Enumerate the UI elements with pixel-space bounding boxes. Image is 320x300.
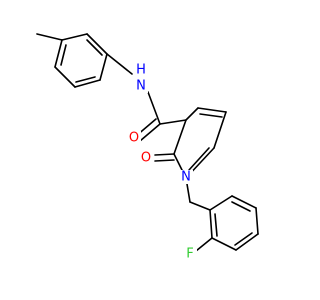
atom-fluorine: F [186, 247, 193, 262]
bond-c-f [195, 237, 213, 252]
atom-amide-o: O [129, 131, 139, 146]
pyridinone-ring [173, 107, 227, 179]
atom-amide-h: H [136, 63, 146, 78]
molecule-drawing: N H O O N F [36, 33, 259, 262]
tolyl-ring [54, 33, 108, 88]
bond-aryl-n [106, 53, 133, 75]
bonds [36, 33, 259, 252]
structure-canvas: N H O O N F [36, 33, 259, 262]
bond-amide-co [139, 123, 161, 142]
fluorophenyl-ring [209, 195, 259, 251]
bond-ring-co [154, 153, 175, 156]
atom-labels: N H O O N F [127, 63, 197, 262]
atom-ring-o: O [141, 151, 151, 166]
bond-methyl [36, 33, 63, 41]
bond-carbonyl-c3 [159, 119, 187, 125]
atom-ring-n: N [181, 170, 191, 185]
atom-amide-n: N [136, 79, 146, 94]
bond-ch2-aryl [189, 201, 211, 211]
bond-n-carbonyl [147, 91, 161, 125]
